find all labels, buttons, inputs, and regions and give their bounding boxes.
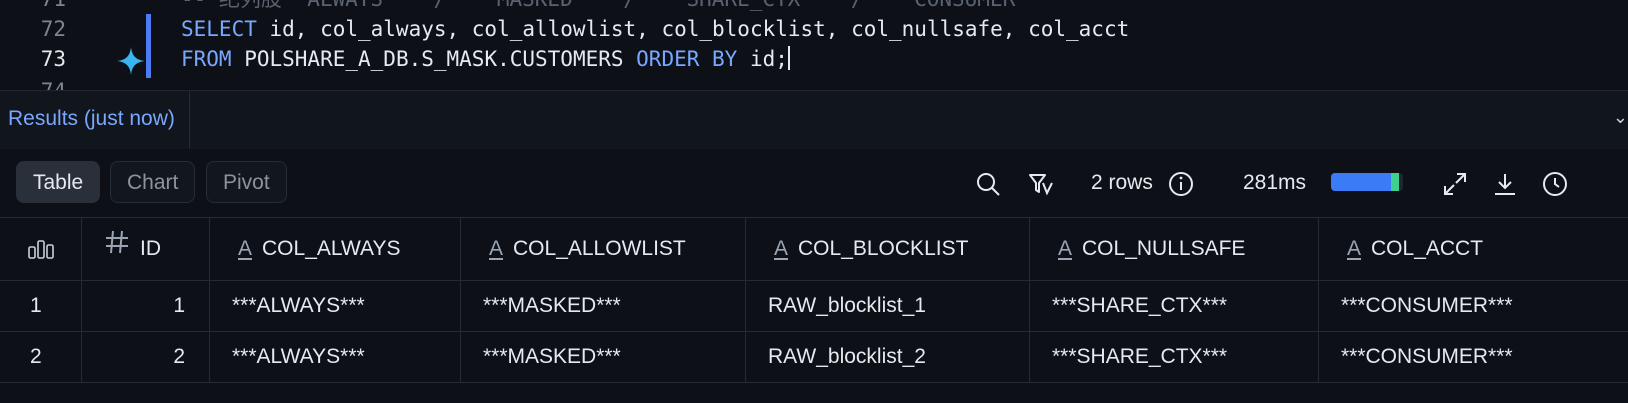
code-line: 72 SELECT id, col_always, col_allowlist,…: [0, 14, 1628, 44]
row-index: 2: [0, 332, 82, 382]
column-name: COL_ACCT: [1371, 237, 1484, 260]
row-index-header[interactable]: [0, 218, 82, 280]
table-row[interactable]: 2 2 ***ALWAYS*** ***MASKED*** RAW_blockl…: [0, 332, 1628, 383]
code-line: 71 -- 纪列股 ALWAYS / MASKED / SHARE_CTX / …: [0, 0, 1628, 14]
download-icon[interactable]: [1492, 171, 1518, 197]
cell-col-nullsafe[interactable]: ***SHARE_CTX***: [1030, 281, 1319, 331]
line-number: 72: [40, 17, 66, 41]
column-stats-icon[interactable]: [27, 239, 54, 260]
results-tab[interactable]: Results (just now): [8, 91, 190, 149]
sql-editor[interactable]: 71 -- 纪列股 ALWAYS / MASKED / SHARE_CTX / …: [0, 0, 1628, 92]
chevron-down-icon[interactable]: ⌄: [1612, 107, 1628, 127]
progress-fill: [1331, 173, 1399, 191]
tab-pivot[interactable]: Pivot: [206, 161, 287, 203]
search-icon[interactable]: [975, 171, 1001, 197]
ai-sparkle-icon[interactable]: [116, 46, 146, 76]
cell-col-nullsafe[interactable]: ***SHARE_CTX***: [1030, 332, 1319, 382]
query-duration: 281ms: [1243, 171, 1307, 194]
history-icon[interactable]: [1542, 171, 1568, 197]
cell-col-blocklist[interactable]: RAW_blocklist_2: [746, 332, 1030, 382]
cell-id[interactable]: 1: [82, 281, 210, 331]
text-type-icon: A: [774, 237, 789, 261]
cell-col-always[interactable]: ***ALWAYS***: [210, 332, 461, 382]
text-type-icon: A: [1347, 237, 1362, 261]
column-header-col-acct[interactable]: A COL_ACCT: [1319, 218, 1628, 280]
column-name: ID: [140, 237, 161, 260]
code-line: 74: [0, 76, 1628, 92]
results-header: Results (just now) ⌄: [0, 90, 1628, 150]
cell-col-acct[interactable]: ***CONSUMER***: [1341, 294, 1513, 317]
column-header-col-allowlist[interactable]: A COL_ALLOWLIST: [461, 218, 746, 280]
text-type-icon: A: [489, 237, 504, 261]
column-name: COL_ALLOWLIST: [513, 237, 686, 260]
column-name: COL_ALWAYS: [262, 237, 401, 260]
cell-col-acct[interactable]: ***CONSUMER***: [1341, 345, 1513, 368]
row-index: 1: [0, 281, 82, 331]
column-header-col-always[interactable]: A COL_ALWAYS: [210, 218, 461, 280]
cell-col-allowlist[interactable]: ***MASKED***: [461, 281, 746, 331]
column-name: COL_BLOCKLIST: [798, 237, 969, 260]
tab-table[interactable]: Table: [16, 161, 101, 203]
cell-col-always[interactable]: ***ALWAYS***: [210, 281, 461, 331]
keyword: FROM: [181, 47, 232, 71]
column-header-col-nullsafe[interactable]: A COL_NULLSAFE: [1030, 218, 1319, 280]
code-comment: -- 纪列股 ALWAYS / MASKED / SHARE_CTX / CON…: [181, 0, 1015, 14]
row-count: 2 rows: [1091, 171, 1153, 194]
code-fragment: id, col_always, col_allowlist, col_block…: [256, 17, 1130, 41]
cell-id[interactable]: 2: [82, 332, 210, 382]
modified-lines-marker: [146, 14, 151, 78]
line-number: 74: [40, 79, 66, 92]
code-text: SELECT id, col_always, col_allowlist, co…: [181, 14, 1129, 44]
code-line-active: 73 FROM POLSHARE_A_DB.S_MASK.CUSTOMERS O…: [0, 44, 1628, 74]
line-number: 71: [0, 0, 66, 14]
tab-chart[interactable]: Chart: [110, 161, 196, 203]
filter-icon[interactable]: [1028, 171, 1054, 197]
code-text: FROM POLSHARE_A_DB.S_MASK.CUSTOMERS ORDE…: [181, 44, 790, 74]
cell-col-blocklist[interactable]: RAW_blocklist_1: [746, 281, 1030, 331]
text-cursor: [787, 46, 790, 70]
number-type-icon: [104, 218, 130, 280]
query-progress-bar: [1331, 173, 1403, 191]
code-fragment: POLSHARE_A_DB.S_MASK.CUSTOMERS: [231, 47, 637, 71]
table-header: ID A COL_ALWAYS A COL_ALLOWLIST A COL_BLOCK…: [0, 218, 1628, 281]
column-header-col-blocklist[interactable]: A COL_BLOCKLIST: [746, 218, 1030, 280]
cell-col-allowlist[interactable]: ***MASKED***: [461, 332, 746, 382]
keyword: SELECT: [181, 17, 257, 41]
column-header-id[interactable]: ID: [82, 218, 210, 280]
expand-icon[interactable]: [1442, 171, 1468, 197]
table-row[interactable]: 1 1 ***ALWAYS*** ***MASKED*** RAW_blockl…: [0, 281, 1628, 332]
progress-tip: [1391, 173, 1399, 191]
line-number: 73: [40, 47, 66, 71]
results-toolbar: Table Chart Pivot 2 rows 281ms: [0, 149, 1628, 218]
text-type-icon: A: [1058, 237, 1073, 261]
keyword: ORDER BY: [636, 47, 738, 71]
text-type-icon: A: [238, 237, 253, 261]
column-name: COL_NULLSAFE: [1082, 237, 1246, 260]
code-fragment: id;: [737, 47, 788, 71]
info-icon[interactable]: [1168, 171, 1194, 197]
